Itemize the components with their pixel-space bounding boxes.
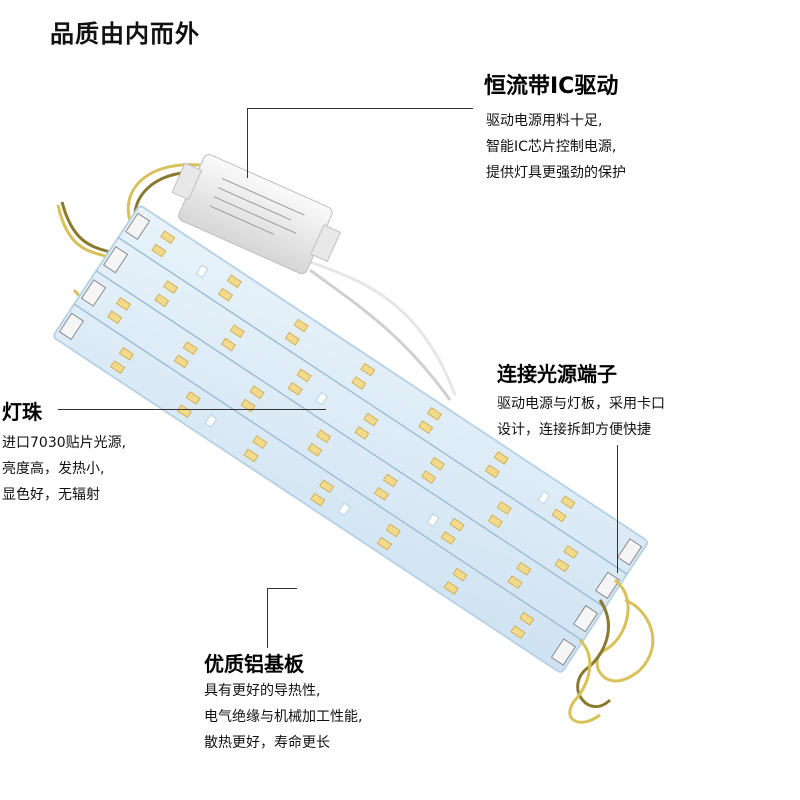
connector-line: 设计，连接拆卸方便快捷 — [497, 422, 651, 438]
led-callout-line — [58, 409, 326, 410]
driver-description: 驱动电源用料十足, 智能IC芯片控制电源, 提供灯具更强劲的保护 — [486, 108, 626, 186]
driver-callout-horizontal — [247, 108, 473, 109]
page-title: 品质由内而外 — [50, 20, 200, 48]
driver-wires — [309, 260, 457, 401]
connector-line: 驱动电源与灯板，采用卡口 — [497, 396, 665, 412]
driver-box — [171, 154, 342, 275]
jumper-wires — [568, 578, 655, 724]
board-callout-horizontal — [267, 588, 297, 589]
led-heading: 灯珠 — [2, 400, 42, 424]
driver-callout-vertical — [247, 108, 248, 178]
led-line: 显色好，无辐射 — [2, 487, 100, 503]
board-line: 散热更好，寿命更长 — [204, 735, 330, 751]
driver-line: 智能IC芯片控制电源, — [486, 139, 617, 155]
board-callout-vertical — [267, 588, 268, 648]
driver-line: 提供灯具更强劲的保护 — [486, 165, 626, 181]
driver-line: 驱动电源用料十足, — [486, 113, 603, 129]
board-heading: 优质铝基板 — [204, 652, 304, 676]
led-boards — [53, 205, 648, 673]
board-line: 电气绝缘与机械加工性能, — [204, 709, 363, 725]
led-line: 进口7030贴片光源, — [2, 435, 127, 451]
board-description: 具有更好的导热性, 电气绝缘与机械加工性能, 散热更好，寿命更长 — [204, 678, 362, 756]
connector-description: 驱动电源与灯板，采用卡口 设计，连接拆卸方便快捷 — [497, 391, 665, 443]
connector-heading: 连接光源端子 — [497, 362, 617, 386]
connector-callout-line — [617, 445, 618, 573]
driver-heading: 恒流带IC驱动 — [484, 74, 619, 99]
led-line: 亮度高，发热小, — [2, 461, 105, 477]
board-line: 具有更好的导热性, — [204, 683, 321, 699]
led-description: 进口7030贴片光源, 亮度高，发热小, 显色好，无辐射 — [2, 430, 126, 508]
